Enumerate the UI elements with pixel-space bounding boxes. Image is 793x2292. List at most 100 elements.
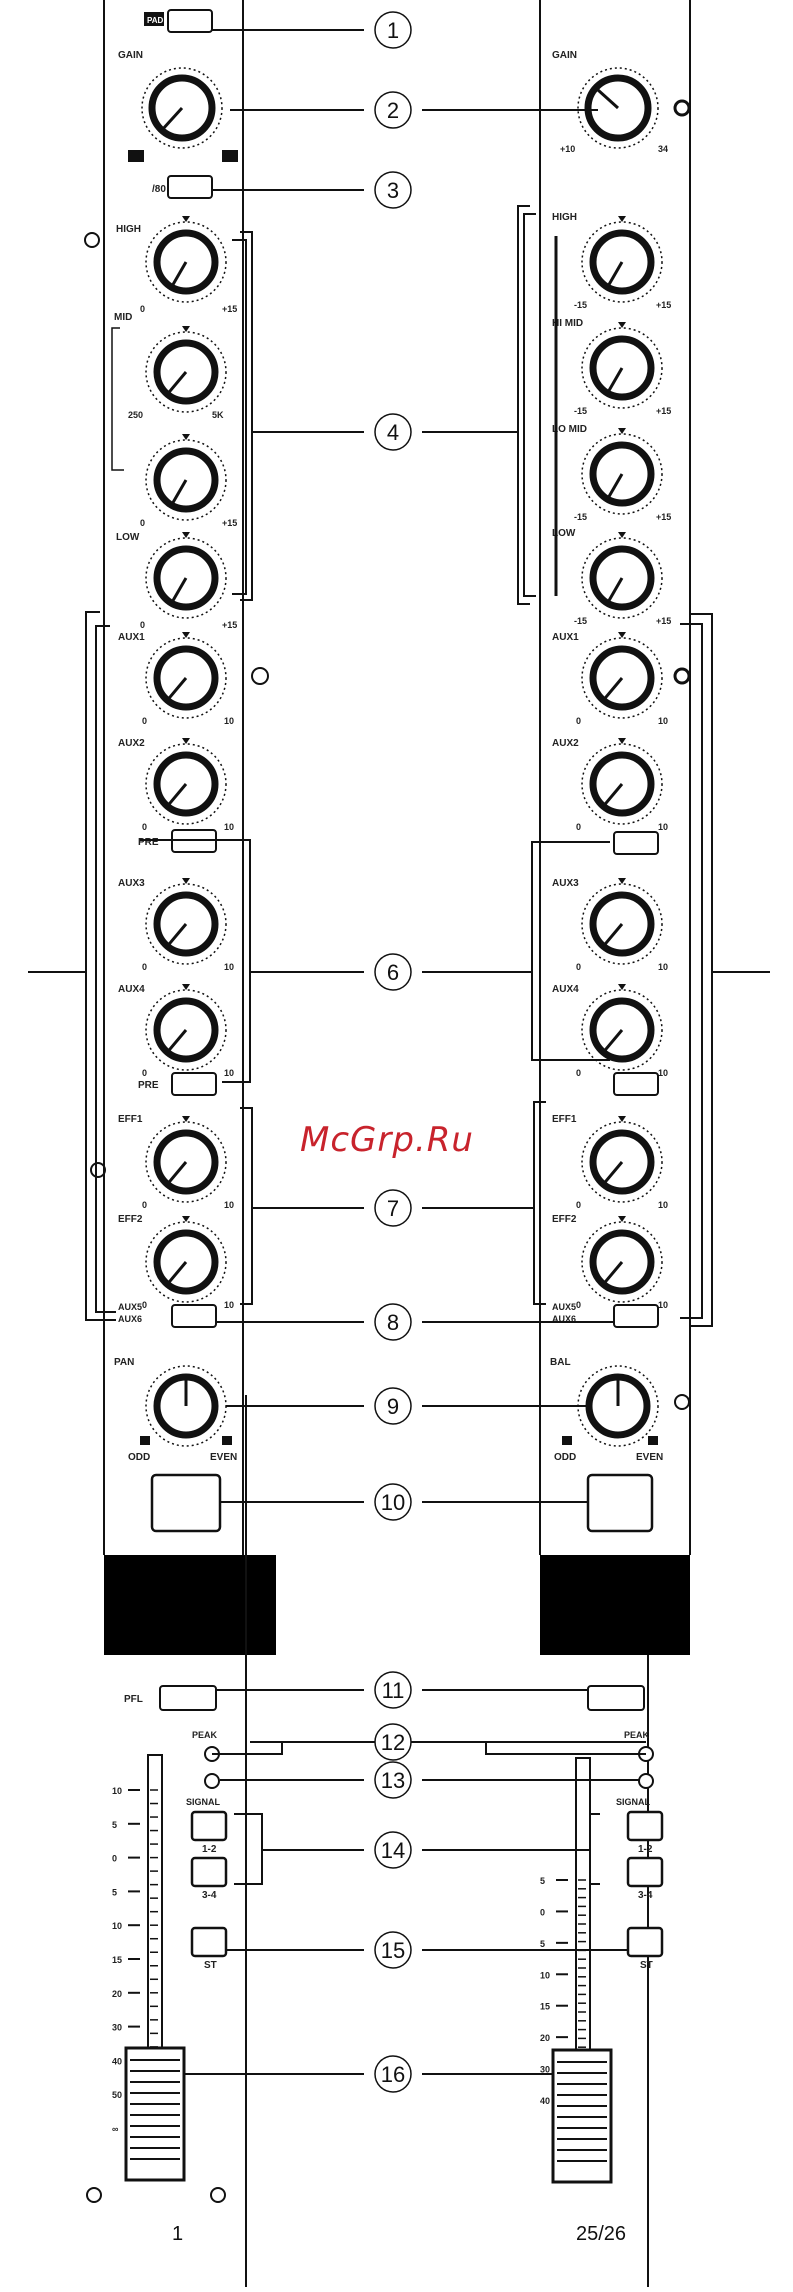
callout-2: 2 (230, 91, 598, 129)
callout-number-6: 6 (387, 960, 399, 985)
channel-name-strip-right (540, 1555, 690, 1655)
bus-34-switch-right[interactable] (626, 1856, 664, 1888)
mounting-hole (673, 99, 691, 117)
bal-l-marker (562, 1436, 572, 1445)
mounting-hole (86, 2187, 102, 2203)
gain-min-marker (128, 150, 144, 162)
bus-12-label: 1-2 (202, 1844, 217, 1855)
bus-12-switch-right[interactable] (626, 1810, 664, 1842)
eq-1-max-right: +15 (656, 406, 671, 416)
eq-mid-gain-knob[interactable] (145, 434, 227, 521)
mounting-hole (90, 1162, 106, 1178)
fader-scale-mark-7: 40 (540, 2096, 550, 2106)
channel-on-button[interactable] (150, 1473, 222, 1533)
eff1-knob[interactable] (145, 1116, 227, 1203)
aux1-knob-right[interactable] (581, 632, 663, 719)
eq-low-knob[interactable] (145, 532, 227, 619)
fader-scale-mark-9: 50 (112, 2090, 122, 2100)
eq-high-knob[interactable] (145, 216, 227, 303)
bus-34-label: 3-4 (202, 1890, 217, 1901)
bracket-6-right (531, 841, 610, 1061)
pfl-switch[interactable] (159, 1685, 217, 1711)
fader-scale-mark-4: 15 (540, 2002, 550, 2012)
aux6-label-right: AUX6 (552, 1314, 576, 1324)
eff2-max-right: 10 (658, 1300, 668, 1310)
aux34-pre-switch[interactable] (171, 1072, 217, 1096)
eq-mid-gain-max: +15 (222, 518, 237, 528)
fader-scale-mark-1: 0 (540, 1907, 545, 1917)
eq-0-knob-right[interactable] (581, 216, 663, 303)
callout-7: 7 (252, 1189, 534, 1227)
fader-scale-mark-4: 10 (112, 1921, 122, 1931)
hpf-switch[interactable] (167, 175, 213, 199)
panel-frame (103, 0, 691, 2287)
eff1-min: 0 (142, 1200, 147, 1210)
aux4-knob-right[interactable] (581, 984, 663, 1071)
bus-34-switch[interactable] (190, 1856, 228, 1888)
bus-34-label-right: 3-4 (638, 1890, 653, 1901)
callout-4: 4 (252, 413, 518, 451)
even-label: EVEN (210, 1452, 237, 1463)
pre-label-1: PRE (138, 837, 159, 848)
eq-1-knob-right[interactable] (581, 322, 663, 409)
gain-knob[interactable] (141, 67, 223, 149)
eq-1-min-right: -15 (574, 406, 587, 416)
aux1-knob[interactable] (145, 632, 227, 719)
aux3-knob[interactable] (145, 878, 227, 965)
bracket-4-right (517, 205, 530, 605)
fader-knob-right[interactable] (551, 2048, 613, 2184)
eq-mid-freq-max: 5K (212, 410, 224, 420)
eq-mid-gain-min: 0 (140, 518, 145, 528)
peak-label-right: PEAK (624, 1730, 650, 1740)
callout-number-3: 3 (387, 178, 399, 203)
pfl-switch-right[interactable] (587, 1685, 645, 1711)
aux56-switch-right[interactable] (613, 1304, 659, 1328)
eq-mid-freq-knob[interactable] (145, 326, 227, 413)
channel-name-strip-left (104, 1555, 276, 1655)
signal-label-right: SIGNAL (616, 1797, 651, 1807)
aux56-switch[interactable] (171, 1304, 217, 1328)
aux2-knob[interactable] (145, 738, 227, 825)
aux34-pre-switch-right[interactable] (613, 1072, 659, 1096)
aux1-max-right: 10 (658, 716, 668, 726)
aux4-knob[interactable] (145, 984, 227, 1071)
fader-knob[interactable] (124, 2046, 186, 2182)
eff2-knob[interactable] (145, 1216, 227, 1303)
aux3-knob-right[interactable] (581, 878, 663, 965)
callout-number-1: 1 (387, 18, 399, 43)
pan-knob[interactable] (145, 1365, 227, 1447)
eq-0-min-right: -15 (574, 300, 587, 310)
aux4-label: AUX4 (118, 984, 145, 995)
aux1-label-right: AUX1 (552, 632, 579, 643)
eq-low-min: 0 (140, 620, 145, 630)
pad-switch[interactable] (167, 9, 213, 33)
aux2-knob-right[interactable] (581, 738, 663, 825)
gain-label-right: GAIN (552, 50, 577, 61)
aux1-label: AUX1 (118, 632, 145, 643)
fader-scale-mark-1: 5 (112, 1820, 117, 1830)
bracket-14-right (589, 1813, 600, 1885)
bracket-4-left (240, 231, 253, 601)
gain-knob-right[interactable] (577, 67, 659, 149)
callout-number-2: 2 (387, 98, 399, 123)
eq-3-min-right: -15 (574, 616, 587, 626)
callout-number-4: 4 (387, 420, 399, 445)
aux2-min-right: 0 (576, 822, 581, 832)
eq-3-max-right: +15 (656, 616, 671, 626)
channel-on-button-right[interactable] (586, 1473, 654, 1533)
bracket-7-left (240, 1107, 253, 1305)
stereo-switch-right[interactable] (626, 1926, 664, 1958)
bus-12-switch[interactable] (190, 1810, 228, 1842)
eq-mid-freq-min: 250 (128, 410, 143, 420)
eq-2-knob-right[interactable] (581, 428, 663, 515)
eff2-knob-right[interactable] (581, 1216, 663, 1303)
aux1-min: 0 (142, 716, 147, 726)
eff1-knob-right[interactable] (581, 1116, 663, 1203)
eq-3-knob-right[interactable] (581, 532, 663, 619)
stereo-switch[interactable] (190, 1926, 228, 1958)
aux12-pre-switch-right[interactable] (613, 831, 659, 855)
aux3-max-right: 10 (658, 962, 668, 972)
callout-number-14: 14 (381, 1838, 405, 1863)
aux1-min-right: 0 (576, 716, 581, 726)
